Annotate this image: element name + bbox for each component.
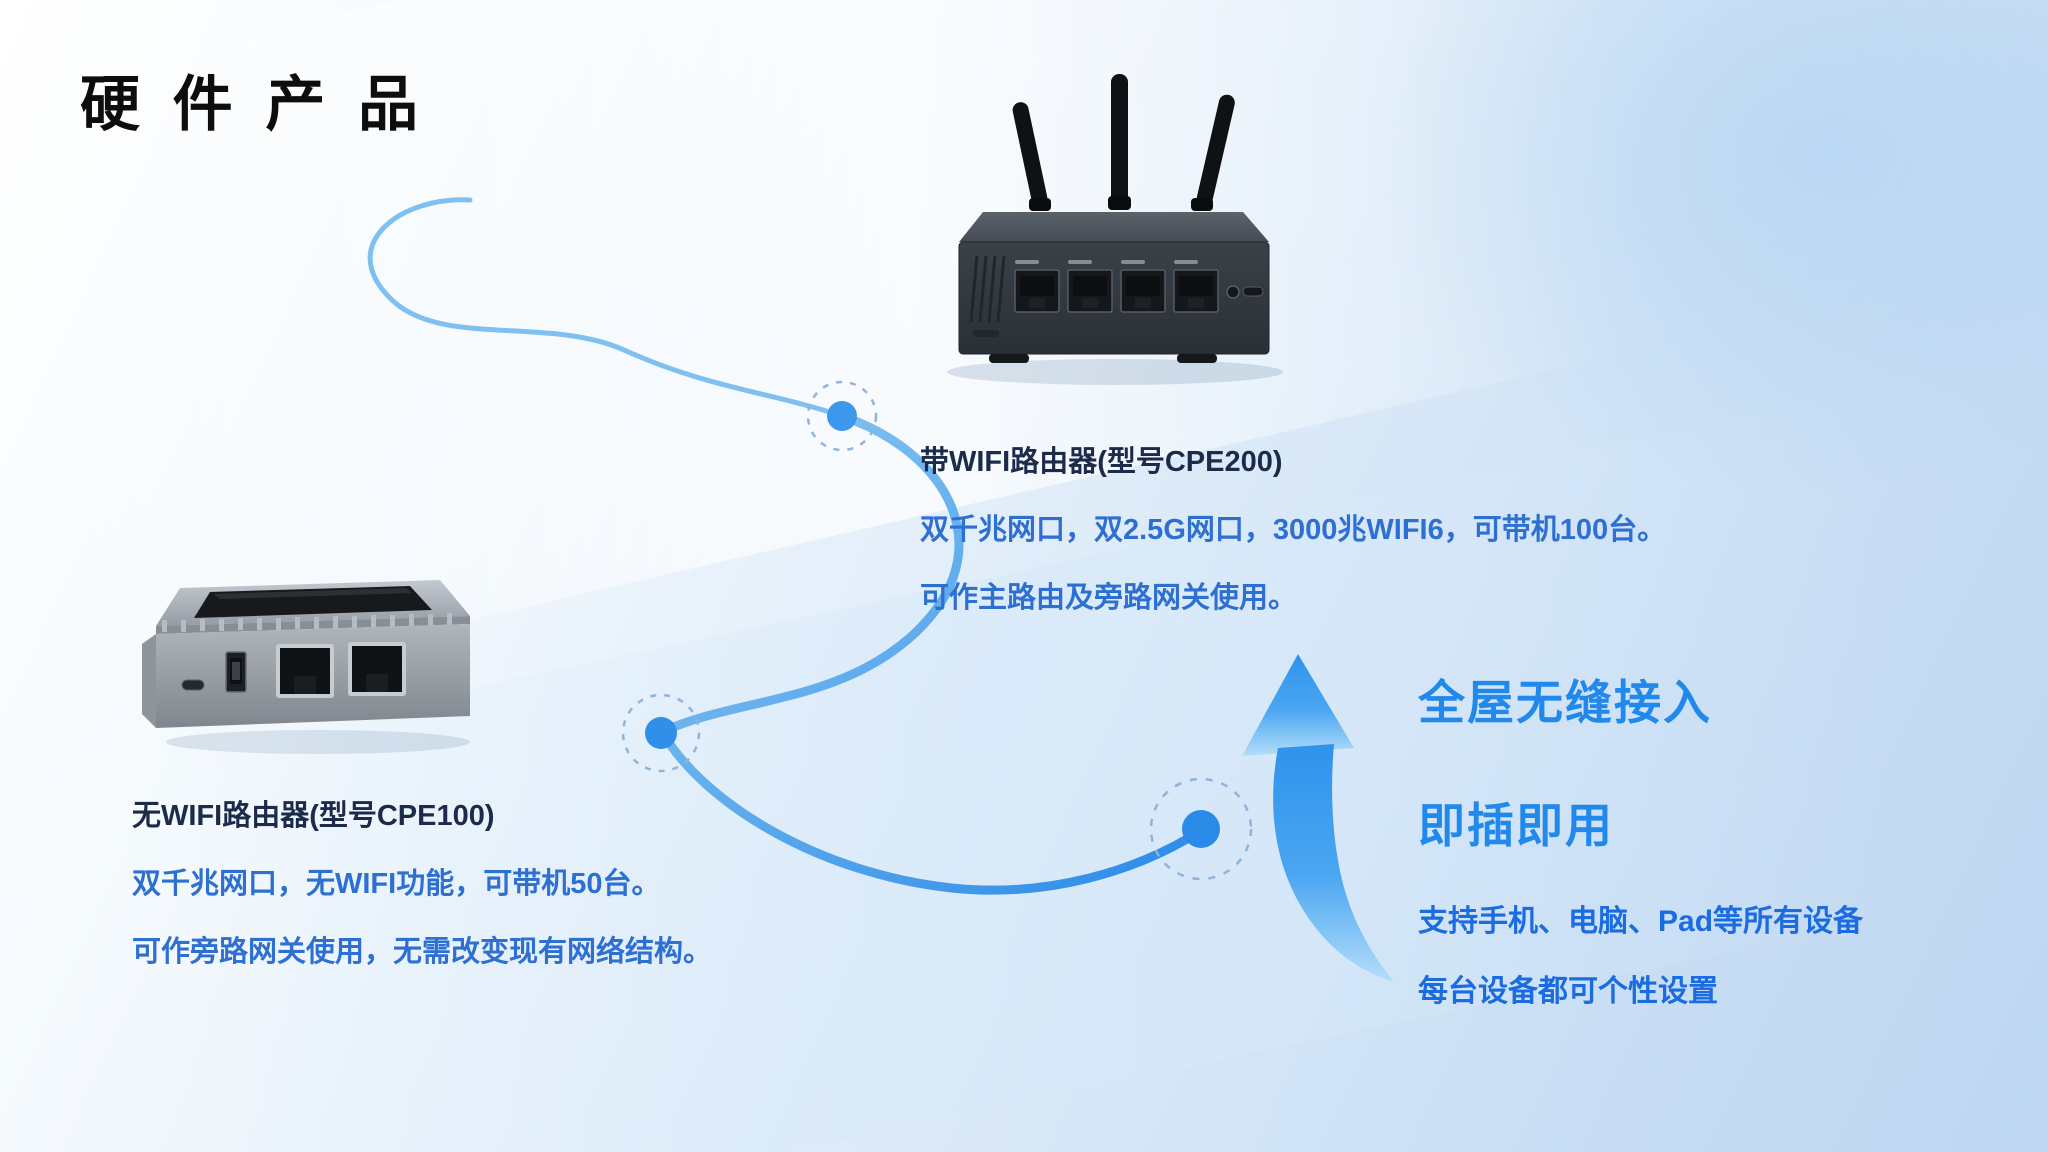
up-arrow-icon — [1242, 654, 1394, 982]
benefit-line-1: 支持手机、电脑、Pad等所有设备 — [1418, 905, 1864, 938]
cpe200-name: 带WIFI路由器(型号CPE200) — [920, 446, 1283, 478]
device-side-face — [142, 634, 156, 728]
cpe200-info: 带WIFI路由器(型号CPE200) 双千兆网口，双2.5G网口，3000兆WI… — [920, 438, 1820, 642]
vent-slots — [969, 255, 1006, 323]
curve-upper-segment — [367, 197, 845, 419]
cpe200-image — [947, 74, 1283, 385]
reset-button — [1226, 285, 1240, 299]
panel-highlight — [214, 588, 412, 599]
usb-c-port — [181, 679, 205, 691]
device-top-face — [959, 212, 1269, 242]
cpe100-name: 无WIFI路由器(型号CPE100) — [132, 800, 495, 832]
antenna-icons — [1012, 74, 1235, 211]
benefit-line-2: 每台设备都可个性设置 — [1418, 975, 1718, 1008]
cpe100-info: 无WIFI路由器(型号CPE100) 双千兆网口，无WIFI功能，可带机50台。… — [132, 792, 892, 996]
cpe100-desc-1: 双千兆网口，无WIFI功能，可带机50台。 — [132, 868, 661, 900]
device-feet — [989, 354, 1217, 363]
page-title: 硬 件 产 品 — [80, 71, 427, 138]
flow-node-2 — [621, 693, 701, 773]
heatsink-fins — [162, 613, 452, 632]
benefit-headline-2: 即插即用 — [1418, 799, 1614, 852]
cpe100-image — [142, 580, 470, 754]
arrow-head — [1242, 654, 1354, 756]
device-shadow — [166, 730, 470, 754]
benefits-block: 全屋无缝接入 即插即用 支持手机、电脑、Pad等所有设备 每台设备都可个性设置 — [1418, 664, 1978, 1036]
usb-a-port — [225, 651, 247, 693]
cpe200-desc-2: 可作主路由及旁路网关使用。 — [920, 582, 1298, 614]
ethernet-ports — [1014, 260, 1219, 313]
usb-c-port — [1242, 286, 1264, 297]
flow-node-1 — [806, 380, 878, 452]
device-front-face — [958, 241, 1270, 355]
ethernet-ports — [276, 642, 406, 698]
device-shadow — [947, 359, 1283, 385]
benefit-headline-1: 全屋无缝接入 — [1418, 676, 1712, 729]
background-glow — [1368, 0, 2048, 500]
cpe200-desc-1: 双千兆网口，双2.5G网口，3000兆WIFI6，可带机100台。 — [920, 514, 1667, 546]
arrow-body — [1273, 744, 1394, 982]
cpe100-desc-2: 可作旁路网关使用，无需改变现有网络结构。 — [132, 936, 713, 968]
sim-slot — [973, 330, 999, 337]
